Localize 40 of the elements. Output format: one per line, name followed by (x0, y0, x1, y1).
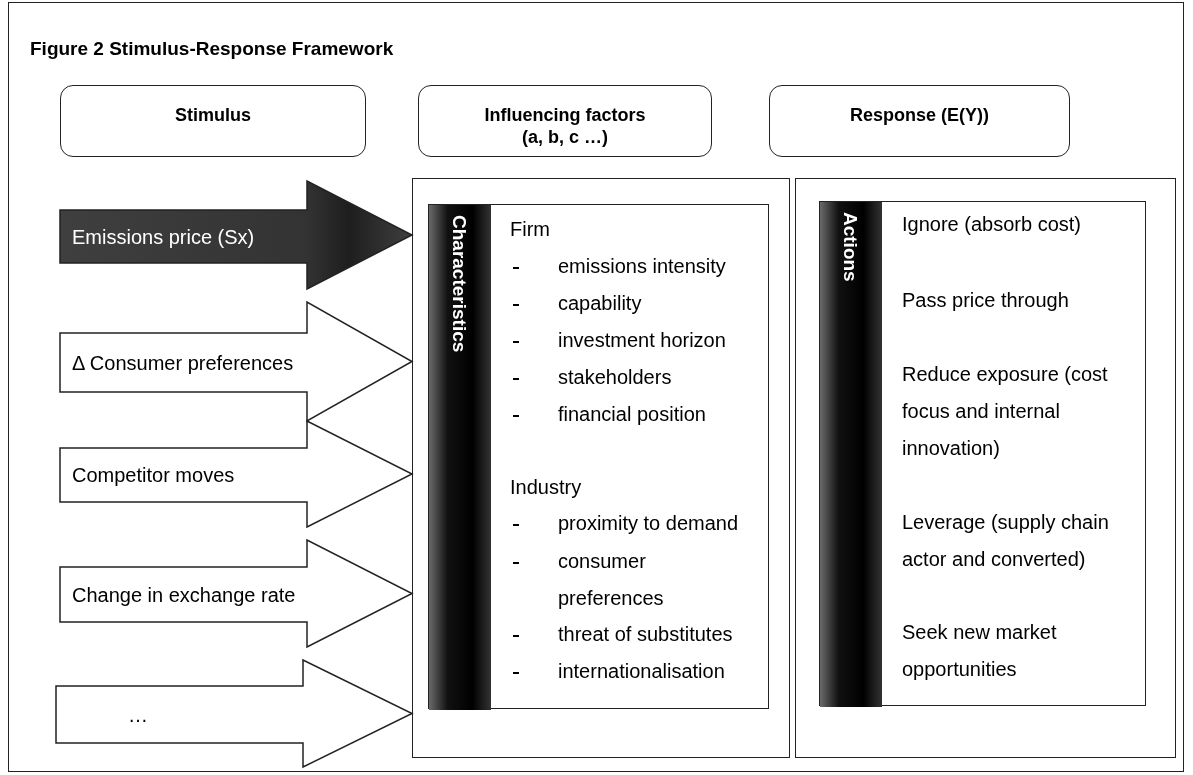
panel-box (412, 178, 790, 758)
edge-label: Emissions price (Sx) (72, 224, 255, 249)
block-arrow (55, 658, 414, 769)
list-text: Ignore (absorb cost) (902, 212, 1082, 237)
block-arrow (59, 419, 414, 529)
category-band (429, 205, 491, 710)
list-text: Firm (510, 217, 550, 242)
list-text: Reduce exposure (cost focus and internal innovation) (902, 362, 1109, 461)
list-text: Seek new market opportunities (902, 620, 1058, 682)
panel-box (795, 178, 1176, 758)
column-heading: Stimulus (175, 104, 251, 126)
list-item: emissions intensity (558, 254, 726, 279)
band-label: Characteristics (448, 215, 470, 353)
header-box (769, 85, 1070, 157)
list-item: threat of substitutes (558, 622, 733, 647)
edge-label: … (128, 702, 148, 727)
column-heading: Response (E(Y)) (850, 104, 989, 126)
edge-label: Change in exchange rate (72, 582, 296, 607)
block-arrow (59, 538, 414, 649)
figure-title: Figure 2 Stimulus-Response Framework (30, 38, 394, 60)
list-item: proximity to demand (558, 511, 739, 536)
block-arrow (59, 179, 414, 291)
edge-label: Δ Consumer preferences (72, 350, 294, 375)
list-item: stakeholders (558, 365, 672, 390)
list-item: capability (558, 291, 642, 316)
band-label: Actions (839, 212, 861, 282)
list-item: financial position (558, 402, 706, 427)
list-text: Pass price through (902, 288, 1070, 313)
factor-card (819, 201, 1146, 706)
list-item: investment horizon (558, 328, 726, 353)
header-box (418, 85, 712, 157)
header-box (60, 85, 366, 157)
column-heading: Influencing factors (a, b, c …) (483, 104, 647, 148)
list-item: internationalisation (558, 659, 725, 684)
list-text: Leverage (supply chain actor and converted) (902, 510, 1110, 572)
list-text: Industry (510, 475, 582, 500)
edge-label: Competitor moves (72, 463, 235, 487)
block-arrow (59, 300, 414, 423)
category-band (820, 202, 882, 707)
factor-card (428, 204, 769, 709)
